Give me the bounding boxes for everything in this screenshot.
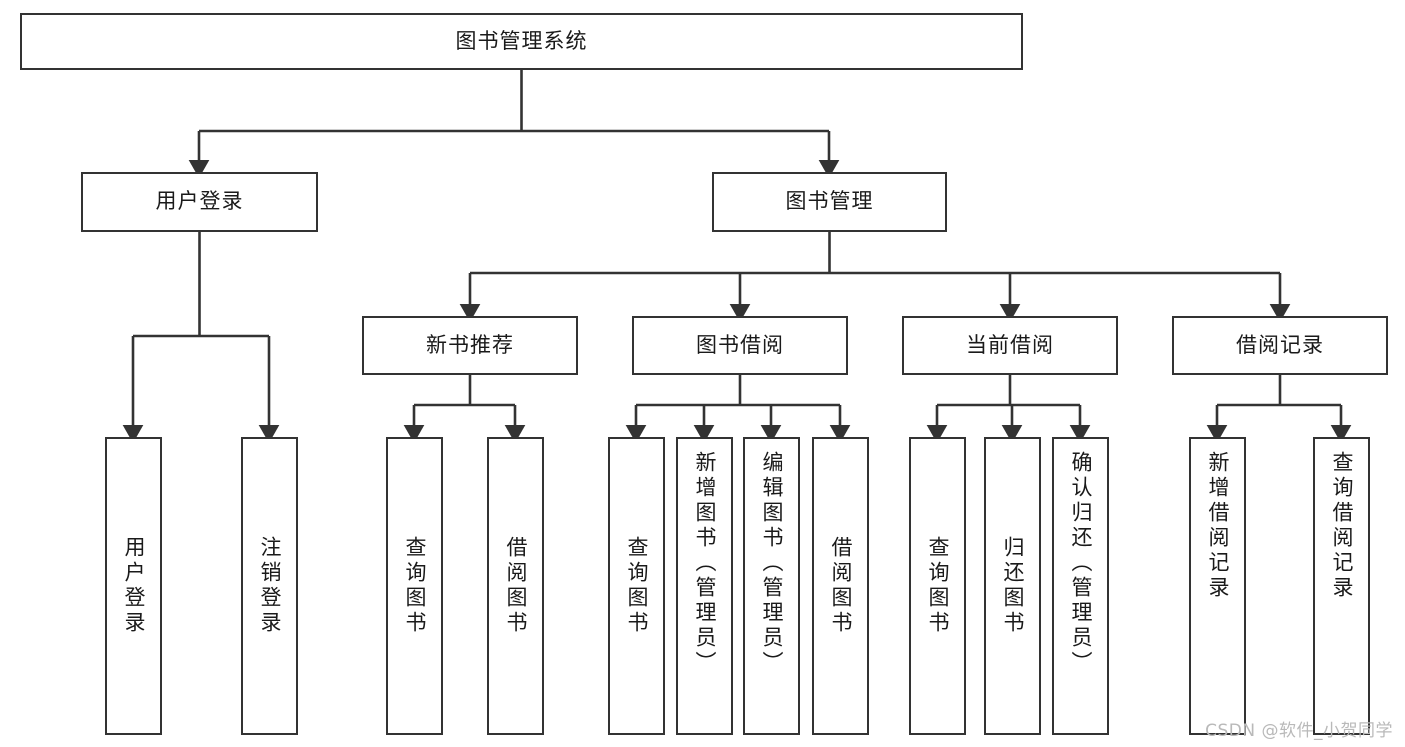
leaf-node-label: 查询图书 (625, 536, 649, 636)
leaf-node[interactable]: 注销登录 (241, 437, 298, 735)
node-user-login[interactable]: 用户登录 (81, 172, 318, 232)
leaf-node-label: 查询借阅记录 (1330, 451, 1354, 601)
leaf-node[interactable]: 新增图书（管理员） (676, 437, 733, 735)
leaf-node[interactable]: 查询图书 (909, 437, 966, 735)
leaf-node-label: 借阅图书 (829, 536, 853, 636)
node-root[interactable]: 图书管理系统 (20, 13, 1023, 70)
leaf-node-label: 新增借阅记录 (1206, 451, 1230, 601)
node-book-management[interactable]: 图书管理 (712, 172, 947, 232)
node-root-label: 图书管理系统 (455, 28, 588, 53)
node-new-book-recommend[interactable]: 新书推荐 (362, 316, 578, 375)
leaf-node[interactable]: 归还图书 (984, 437, 1041, 735)
node-current-borrow[interactable]: 当前借阅 (902, 316, 1118, 375)
leaf-node[interactable]: 编辑图书（管理员） (743, 437, 800, 735)
leaf-node[interactable]: 查询图书 (608, 437, 665, 735)
leaf-node-label: 注销登录 (258, 536, 282, 636)
node-book-borrow-label: 图书借阅 (696, 332, 784, 357)
watermark: CSDN @软件_小贺同学 (1205, 721, 1393, 741)
node-book-management-label: 图书管理 (785, 189, 874, 214)
leaf-node-label: 确认归还（管理员） (1069, 451, 1093, 676)
leaf-node[interactable]: 确认归还（管理员） (1052, 437, 1109, 735)
leaf-node-label: 查询图书 (403, 536, 427, 636)
leaf-node-label: 归还图书 (1001, 536, 1025, 636)
leaf-node[interactable]: 借阅图书 (812, 437, 869, 735)
node-new-book-recommend-label: 新书推荐 (426, 332, 514, 357)
node-book-borrow[interactable]: 图书借阅 (632, 316, 848, 375)
leaf-node[interactable]: 新增借阅记录 (1189, 437, 1246, 735)
node-borrow-record-label: 借阅记录 (1236, 332, 1324, 357)
leaf-node-label: 查询图书 (926, 536, 950, 636)
node-user-login-label: 用户登录 (155, 189, 244, 214)
leaf-node[interactable]: 查询借阅记录 (1313, 437, 1370, 735)
leaf-node-label: 用户登录 (122, 536, 146, 636)
node-current-borrow-label: 当前借阅 (966, 332, 1054, 357)
node-borrow-record[interactable]: 借阅记录 (1172, 316, 1388, 375)
leaf-node[interactable]: 借阅图书 (487, 437, 544, 735)
leaf-node[interactable]: 用户登录 (105, 437, 162, 735)
leaf-node-label: 借阅图书 (504, 536, 528, 636)
leaf-node[interactable]: 查询图书 (386, 437, 443, 735)
leaf-node-label: 新增图书（管理员） (693, 451, 717, 676)
leaf-node-label: 编辑图书（管理员） (760, 451, 784, 676)
